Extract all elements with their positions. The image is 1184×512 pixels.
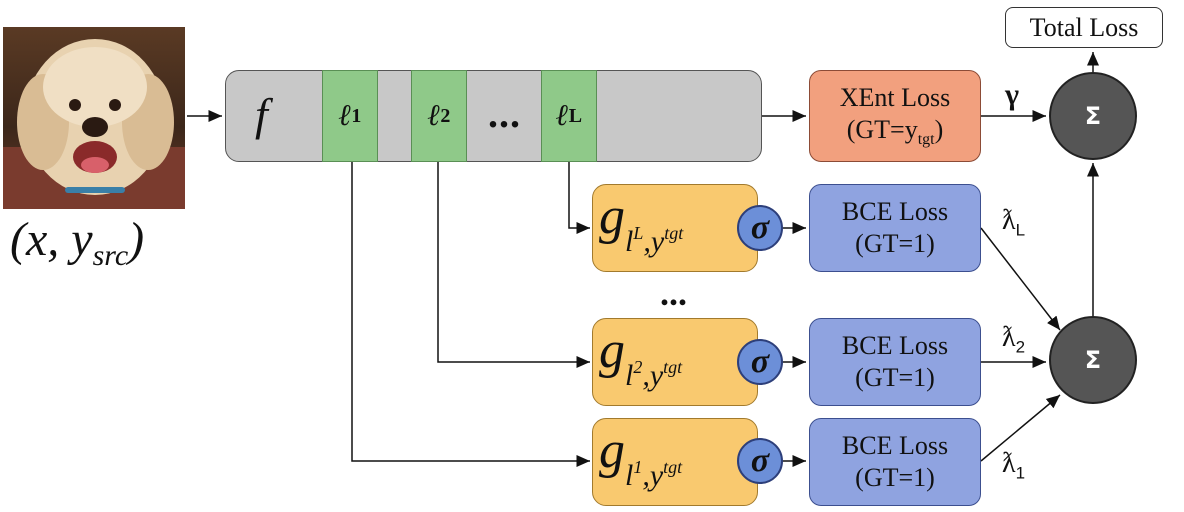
gamma-weight: γ xyxy=(1005,78,1020,111)
weight-lambda-1: ƛ1 xyxy=(1002,448,1026,483)
xent-title: XEnt Loss xyxy=(839,82,951,112)
backbone-network xyxy=(225,70,762,162)
sigmoid-icon-2: σ xyxy=(737,339,783,385)
xent-gt: (GT=ytgt) xyxy=(846,115,944,149)
layer-ellipsis: ... xyxy=(488,91,521,136)
sigmoid-icon-L: σ xyxy=(737,205,783,251)
bce-loss-2: BCE Loss(GT=1) xyxy=(809,318,981,406)
heads-ellipsis: ... xyxy=(660,273,687,313)
sum-node-bottom: Σ xyxy=(1049,316,1137,404)
weight-lambda-L: ƛL xyxy=(1002,205,1026,240)
backbone-label: f xyxy=(255,89,268,140)
head-L: glL,ytgt xyxy=(592,184,758,272)
bce-loss-1: BCE Loss(GT=1) xyxy=(809,418,981,506)
dog-photo xyxy=(3,27,185,209)
bce-loss-L: BCE Loss(GT=1) xyxy=(809,184,981,272)
xent-loss-box: XEnt Loss (GT=ytgt) xyxy=(809,70,981,162)
head-2: gl2,ytgt xyxy=(592,318,758,406)
sigmoid-icon-1: σ xyxy=(737,438,783,484)
head-1: gl1,ytgt xyxy=(592,418,758,506)
total-loss-box: Total Loss xyxy=(1005,7,1163,48)
sum-node-top: Σ xyxy=(1049,72,1137,160)
input-label: (x, ysrc) xyxy=(10,213,145,272)
weight-lambda-2: ƛ2 xyxy=(1002,322,1026,357)
